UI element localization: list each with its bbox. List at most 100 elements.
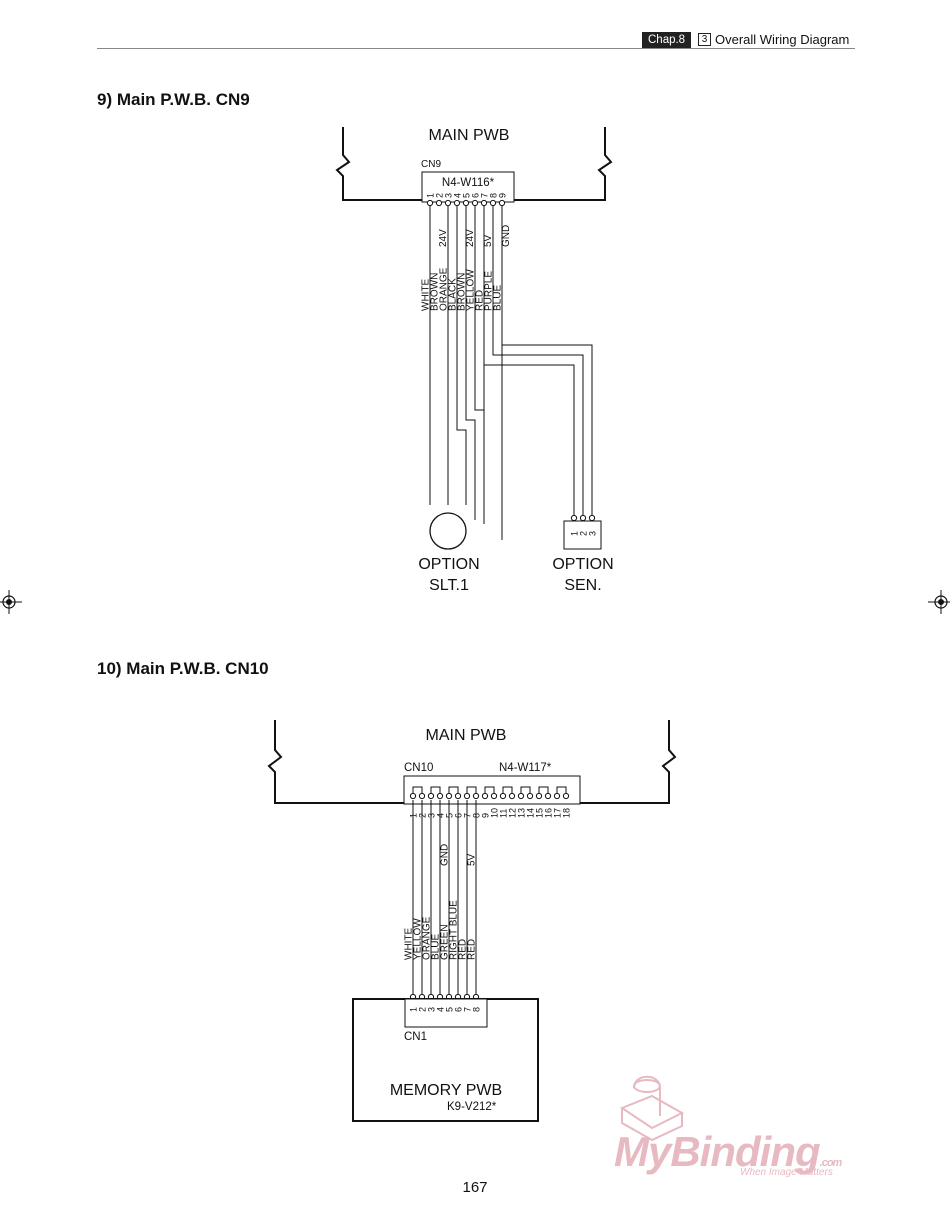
option-sen-connector xyxy=(563,520,602,550)
cn10-voltage-labels: GND 5V xyxy=(440,844,478,866)
watermark-tagline: When Image Matters xyxy=(740,1167,833,1178)
cn9-terminal-1 xyxy=(426,199,434,207)
section-number-box: 3 xyxy=(698,33,711,46)
cn9-pin-6: 6 xyxy=(471,193,481,198)
cn10-pin-8: 8 xyxy=(472,813,482,818)
cn10-pin-7: 7 xyxy=(463,813,473,818)
cn9-main-pwb-outline xyxy=(335,127,613,201)
cn10-voltage-pin5: GND xyxy=(440,844,451,866)
cn10-terminal-6 xyxy=(454,792,462,800)
cn9-voltage-pin9: GND xyxy=(501,225,512,247)
cn9-wire-5 xyxy=(465,202,476,520)
cn10-pin-18: 18 xyxy=(562,808,572,818)
section-9-title: 9) Main P.W.B. CN9 xyxy=(97,90,250,109)
cn9-wire-color-5: BROWN xyxy=(457,273,468,311)
cn10-connector-label: CN10 xyxy=(404,762,433,774)
cn10-terminal-16 xyxy=(544,792,552,800)
cn10-connector xyxy=(403,775,581,805)
option-slt-solenoid xyxy=(429,512,467,550)
cn9-pin-4: 4 xyxy=(453,193,463,198)
cn9-pin-2: 2 xyxy=(435,193,445,198)
cn10-terminal-3 xyxy=(427,792,435,800)
cn9-pin-9: 9 xyxy=(498,193,508,198)
cn10-terminal-5 xyxy=(445,792,453,800)
memory-cn1-pin-1: 1 xyxy=(409,1007,419,1012)
cn9-terminal-5 xyxy=(462,199,470,207)
watermark-logo-icon xyxy=(619,1075,685,1142)
cn10-terminal-4 xyxy=(436,792,444,800)
memory-cn1-pin-8: 8 xyxy=(472,1007,482,1012)
cn10-voltage-pin8: 5V xyxy=(467,853,478,866)
option-sen-pin-3: 3 xyxy=(588,531,598,536)
section-10-title: 10) Main P.W.B. CN10 xyxy=(97,659,269,678)
cn10-terminals xyxy=(409,792,570,1001)
cn10-pin-16: 16 xyxy=(544,808,554,818)
cn9-pin-1: 1 xyxy=(426,193,436,198)
cn9-pin-7: 7 xyxy=(480,193,490,198)
registration-mark-left xyxy=(0,590,22,614)
option-sen-terminal-3 xyxy=(588,514,596,522)
memory-cn1-connector xyxy=(404,998,488,1028)
cn9-voltage-pin7: 5V xyxy=(483,234,494,247)
option-sen-terminal-1 xyxy=(570,514,578,522)
cn10-terminal-9 xyxy=(481,792,489,800)
chapter-badge: Chap.8 xyxy=(642,32,692,48)
cn9-wire-color-labels: WHITEBROWNORANGEBLACKBROWNYELLOWREDPURPL… xyxy=(421,267,504,311)
cn10-harness-label: N4-W117* xyxy=(499,762,552,774)
cn10-pin-15: 15 xyxy=(535,808,545,818)
cn10-pin-13: 13 xyxy=(517,808,527,818)
cn9-pin-5: 5 xyxy=(462,193,472,198)
cn10-terminal-1 xyxy=(409,792,417,800)
cn9-connector-label: CN9 xyxy=(421,159,441,170)
cn9-wire-color-2: BROWN xyxy=(430,273,441,311)
registration-mark-right xyxy=(928,590,950,614)
cn10-terminal-2 xyxy=(418,792,426,800)
cn9-voltage-pin5: 24V xyxy=(465,229,476,247)
cn9-wire-color-1: WHITE xyxy=(421,278,432,311)
option-sen-terminal-2 xyxy=(579,514,587,522)
header-title: Overall Wiring Diagram xyxy=(715,32,850,47)
option-slt-label-line1: OPTION xyxy=(418,556,479,573)
cn9-wire-6 xyxy=(474,202,485,524)
cn9-wire-9-sen xyxy=(501,202,593,518)
memory-pwb-label: MEMORY PWB xyxy=(390,1082,502,1099)
cn10-wire-color-8: RED xyxy=(467,939,478,960)
cn9-wire-7-sen xyxy=(483,202,575,518)
cn10-pin-1: 1 xyxy=(409,813,419,818)
cn9-wire-color-9: BLUE xyxy=(493,285,504,311)
cn9-terminals xyxy=(426,199,596,522)
cn10-pin-9: 9 xyxy=(481,813,491,818)
cn9-board-label: MAIN PWB xyxy=(429,127,510,144)
cn9-pin-3: 3 xyxy=(444,193,454,198)
cn10-wire-color-3: ORANGE xyxy=(422,916,433,960)
cn9-terminal-8 xyxy=(489,199,497,207)
cn9-wire-color-4: BLACK xyxy=(448,278,459,311)
header-rule xyxy=(97,48,855,49)
option-sen-pin-2: 2 xyxy=(579,531,589,536)
option-slt-label-line2: SLT.1 xyxy=(429,577,469,594)
memory-cn1-pin-5: 5 xyxy=(445,1007,455,1012)
cn10-terminal-18 xyxy=(562,792,570,800)
cn9-terminal-6 xyxy=(471,199,479,207)
cn10-wire-color-1: WHITE xyxy=(404,927,415,960)
watermark-brand: MyBinding.com xyxy=(614,1128,842,1175)
cn9-wire-8-sen xyxy=(492,202,584,518)
cn10-terminal-11 xyxy=(499,792,507,800)
cn10-pin-12: 12 xyxy=(508,808,518,818)
cn10-terminal-10 xyxy=(490,792,498,800)
cn9-wire-color-8: PURPLE xyxy=(484,271,495,311)
cn10-wire-color-2: YELLOW xyxy=(413,918,424,960)
memory-cn1-label: CN1 xyxy=(404,1031,427,1043)
option-sen-label-line1: OPTION xyxy=(552,556,613,573)
cn9-wire-color-6: YELLOW xyxy=(466,269,477,311)
memory-pwb-part-number: K9-V212* xyxy=(447,1101,497,1113)
page-number: 167 xyxy=(462,1179,488,1196)
cn9-harness-label: N4-W116* xyxy=(442,177,495,189)
cn10-pin-14: 14 xyxy=(526,808,536,818)
cn9-pin-8: 8 xyxy=(489,193,499,198)
